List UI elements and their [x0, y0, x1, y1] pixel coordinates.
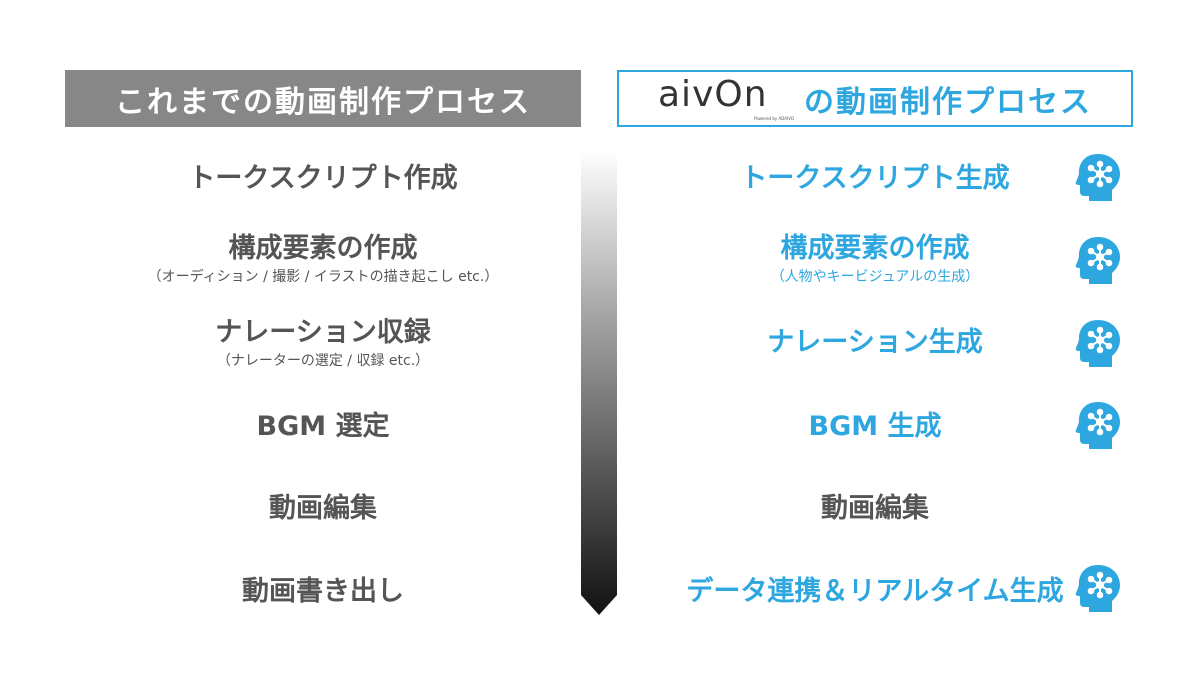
aivon-process-title: の動画制作プロセス — [804, 84, 1092, 120]
aivon-step-6: データ連携＆リアルタイム生成 — [660, 575, 1090, 609]
aivon-step-title: 動画編集 — [821, 493, 929, 524]
aivon-process-header: aivOn Powered by ADAIVO の動画制作プロセス — [617, 70, 1133, 127]
legacy-step-2: 構成要素の作成 （オーディション / 撮影 / イラストの描き起こし etc.） — [65, 232, 581, 286]
ai-head-icon — [1075, 237, 1120, 284]
legacy-step-title: 構成要素の作成 — [228, 233, 418, 264]
aivon-step-sub: （人物やキービジュアルの生成） — [770, 269, 980, 285]
aivon-step-1: トークスクリプト生成 — [660, 162, 1090, 196]
legacy-step-title: 動画編集 — [269, 493, 377, 524]
legacy-step-3: ナレーション収録 （ナレーターの選定 / 収録 etc.） — [65, 316, 581, 370]
process-flow-arrow — [581, 150, 617, 615]
legacy-step-6: 動画書き出し — [65, 575, 581, 609]
legacy-process-header: これまでの動画制作プロセス — [65, 70, 581, 127]
aivon-step-title: トークスクリプト生成 — [740, 163, 1010, 194]
aivon-logo-sub: Powered by ADAIVO — [754, 115, 794, 121]
aivon-step-5: 動画編集 — [660, 492, 1090, 526]
aivon-step-title: 構成要素の作成 — [780, 233, 970, 264]
legacy-step-sub: （ナレーターの選定 / 収録 etc.） — [216, 353, 430, 369]
aivon-step-title: ナレーション生成 — [767, 327, 983, 358]
ai-head-icon — [1075, 154, 1120, 201]
legacy-step-5: 動画編集 — [65, 492, 581, 526]
legacy-step-sub: （オーディション / 撮影 / イラストの描き起こし etc.） — [147, 269, 499, 285]
legacy-step-1: トークスクリプト作成 — [65, 162, 581, 196]
aivon-logo: aivOn Powered by ADAIVO — [658, 74, 798, 121]
ai-head-icon — [1075, 402, 1120, 449]
ai-head-icon — [1075, 320, 1120, 367]
ai-head-icon — [1075, 565, 1120, 612]
aivon-step-2: 構成要素の作成 （人物やキービジュアルの生成） — [660, 232, 1090, 286]
legacy-step-title: ナレーション収録 — [215, 317, 431, 348]
aivon-step-4: BGM 生成 — [660, 410, 1090, 444]
aivon-step-title: BGM 生成 — [808, 411, 942, 442]
legacy-step-title: BGM 選定 — [256, 411, 390, 442]
aivon-step-3: ナレーション生成 — [660, 326, 1090, 360]
aivon-step-title: データ連携＆リアルタイム生成 — [686, 576, 1064, 607]
legacy-step-title: 動画書き出し — [242, 576, 404, 607]
legacy-process-title: これまでの動画制作プロセス — [115, 84, 531, 120]
legacy-step-title: トークスクリプト作成 — [188, 163, 458, 194]
legacy-step-4: BGM 選定 — [65, 410, 581, 444]
aivon-logo-text: aivOn — [658, 73, 768, 115]
